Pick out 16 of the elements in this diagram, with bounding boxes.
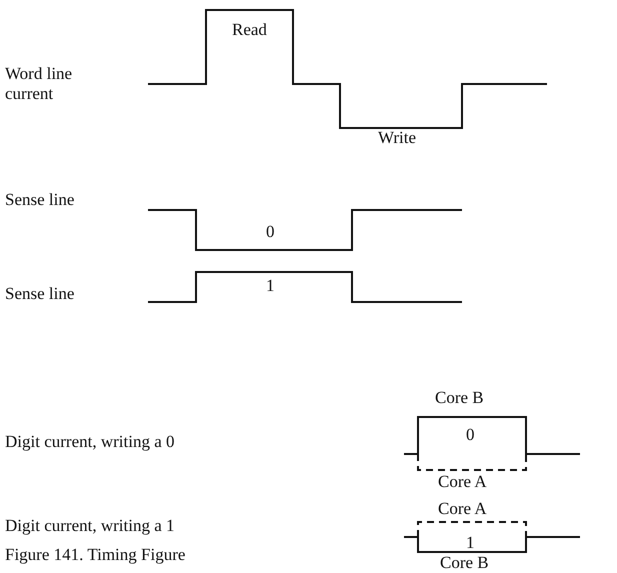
bit-value: 1 xyxy=(266,276,274,296)
core-label: Core B xyxy=(435,388,484,408)
bit-value: 0 xyxy=(266,222,274,242)
signal-name: Word line current xyxy=(5,64,74,104)
signal-name: Sense line xyxy=(5,284,74,304)
phase-label: Read xyxy=(232,20,267,40)
core-label: Core A xyxy=(438,472,487,492)
signal-name: Digit current, writing a 0 xyxy=(5,432,174,452)
core-label: Core A xyxy=(438,499,487,519)
bit-value: 0 xyxy=(466,425,474,445)
phase-label: Write xyxy=(378,128,416,148)
core-label: Core B xyxy=(440,553,489,573)
figure-caption: Figure 141. Timing Figure xyxy=(5,545,186,565)
signal-name: Digit current, writing a 1 xyxy=(5,516,174,536)
signal-name: Sense line xyxy=(5,190,74,210)
bit-value: 1 xyxy=(466,533,474,553)
